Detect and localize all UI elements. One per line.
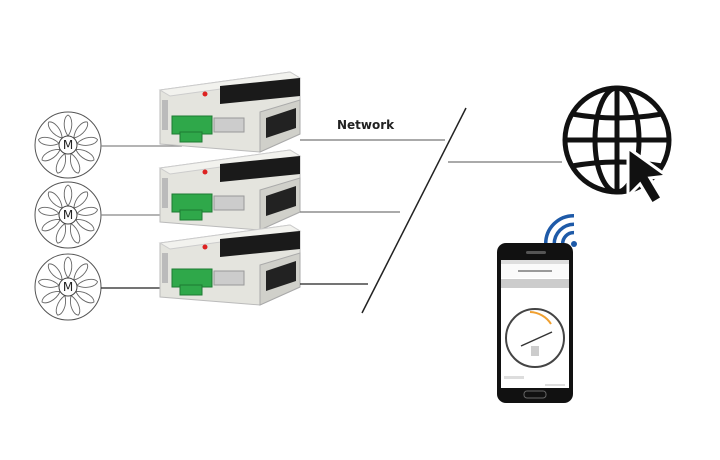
cursor-icon [626,145,672,207]
network-cables [300,139,562,285]
controller-device-2 [159,149,301,231]
network-label: Network [337,118,395,132]
motor-3: M [34,253,102,321]
motor-label: M [63,208,73,222]
wifi-icon [543,213,577,247]
controller-device-1 [159,71,301,153]
gauge [505,308,565,368]
smartphone [497,243,573,403]
motor-label: M [63,280,73,294]
controller-device-3 [159,224,301,306]
network-bus [361,107,467,314]
motor-2: M [34,181,102,249]
motor-1: M [34,111,102,179]
motor-label: M [63,138,73,152]
